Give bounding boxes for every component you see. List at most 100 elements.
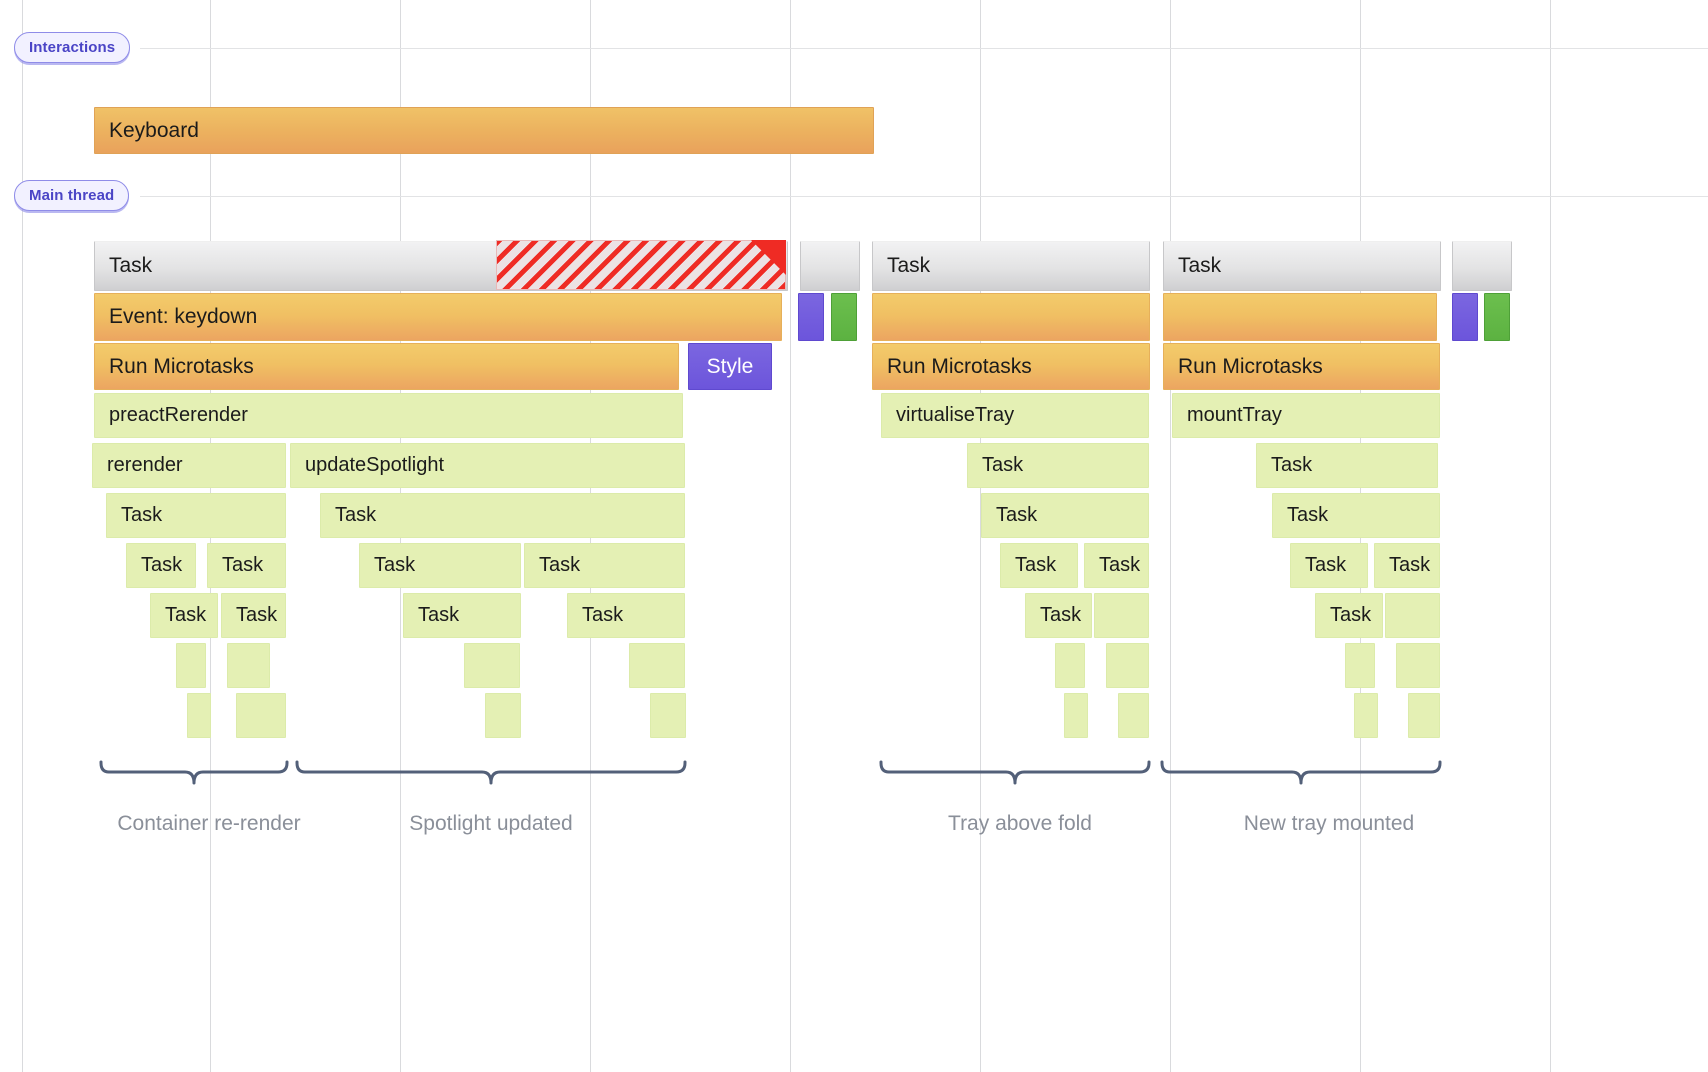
bracket-path: [99, 760, 289, 785]
flame-style-r2-1[interactable]: Style: [688, 343, 772, 390]
flame-block-r9-6[interactable]: [1354, 693, 1378, 738]
flame-block-r9-5[interactable]: [1118, 693, 1149, 738]
bar-label: Task: [418, 604, 460, 626]
flame-block-r8-4[interactable]: [1055, 643, 1085, 688]
timeline-gridline-0: [22, 0, 23, 1072]
flame-run-microtasks-r2-2[interactable]: Run Microtasks: [872, 343, 1150, 390]
flame-block-r8-3[interactable]: [629, 643, 685, 688]
bar-label: Task: [1330, 604, 1372, 626]
flame-run-microtasks-r2-3[interactable]: Run Microtasks: [1163, 343, 1440, 390]
bracket-path: [1160, 760, 1442, 785]
flame-task-r4-2[interactable]: Task: [967, 443, 1149, 488]
flame-block-r8-5[interactable]: [1106, 643, 1149, 688]
flame-virtualisetray-r3-1[interactable]: virtualiseTray: [881, 393, 1149, 438]
flame-block-r1-5[interactable]: [1452, 293, 1478, 341]
flame-block-r1-6[interactable]: [1484, 293, 1510, 341]
flame-block-r7-7[interactable]: [1385, 593, 1440, 638]
track-label-main-thread[interactable]: Main thread: [14, 180, 130, 211]
flame-task-r6-1[interactable]: Task: [207, 543, 286, 588]
flame-mounttray-r3-2[interactable]: mountTray: [1172, 393, 1440, 438]
flame-block-r9-7[interactable]: [1408, 693, 1440, 738]
bar-label: Task: [335, 504, 377, 526]
flame-block-r9-0[interactable]: [187, 693, 211, 738]
flame-task-r5-0[interactable]: Task: [106, 493, 286, 538]
flame-block-r9-2[interactable]: [485, 693, 521, 738]
flame-block-r9-1[interactable]: [236, 693, 286, 738]
bar-label: Task: [1305, 554, 1347, 576]
flame-task-r7-0[interactable]: Task: [150, 593, 218, 638]
bar-label: Task: [887, 254, 931, 277]
bar-label: mountTray: [1187, 404, 1282, 426]
bar-label: Task: [1099, 554, 1141, 576]
bracket-new-tray-mounted: [1160, 760, 1442, 788]
bar-label: Keyboard: [109, 118, 199, 142]
bar-label: Task: [539, 554, 581, 576]
bar-label: Task: [141, 554, 183, 576]
bar-label: preactRerender: [109, 404, 248, 426]
flame-block-r8-1[interactable]: [227, 643, 270, 688]
flame-task-r6-4[interactable]: Task: [1000, 543, 1078, 588]
flame-updatespotlight-r4-1[interactable]: updateSpotlight: [290, 443, 685, 488]
bar-label: Run Microtasks: [887, 354, 1032, 378]
bar-label: virtualiseTray: [896, 404, 1015, 426]
flame-task-r0-3[interactable]: Task: [1163, 241, 1441, 291]
bar-label: Task: [1287, 504, 1329, 526]
flame-block-r8-0[interactable]: [176, 643, 206, 688]
flame-block-r1-1[interactable]: [798, 293, 824, 341]
flame-task-r5-1[interactable]: Task: [320, 493, 685, 538]
bracket-label-spotlight-updated: Spotlight updated: [409, 812, 573, 835]
flame-task-r7-3[interactable]: Task: [567, 593, 685, 638]
flame-block-r0-1[interactable]: [800, 241, 860, 291]
flame-block-r1-4[interactable]: [1163, 293, 1437, 341]
timeline-gridline-6: [1170, 0, 1171, 1072]
flame-task-r6-7[interactable]: Task: [1374, 543, 1440, 588]
flame-task-r7-6[interactable]: Task: [1315, 593, 1383, 638]
flame-block-r8-2[interactable]: [464, 643, 520, 688]
flame-block-r9-4[interactable]: [1064, 693, 1088, 738]
bracket-path: [295, 760, 687, 785]
flame-task-r6-5[interactable]: Task: [1084, 543, 1149, 588]
bar-label: Task: [165, 604, 207, 626]
flame-block-r8-7[interactable]: [1396, 643, 1440, 688]
flame-run-microtasks-r2-0[interactable]: Run Microtasks: [94, 343, 679, 390]
flame-task-r6-3[interactable]: Task: [524, 543, 685, 588]
bar-label: Event: keydown: [109, 305, 258, 328]
bar-label: Task: [996, 504, 1038, 526]
track-separator-0: [140, 48, 1708, 49]
flame-block-r0-4[interactable]: [1452, 241, 1512, 291]
bar-label: updateSpotlight: [305, 454, 445, 476]
flame-task-r7-2[interactable]: Task: [403, 593, 521, 638]
flame-block-r1-3[interactable]: [872, 293, 1150, 341]
bracket-path: [879, 760, 1151, 785]
timeline-gridline-8: [1550, 0, 1551, 1072]
flame-task-r5-3[interactable]: Task: [1272, 493, 1440, 538]
flame-task-r0-2[interactable]: Task: [872, 241, 1150, 291]
flame-task-r4-3[interactable]: Task: [1256, 443, 1438, 488]
flame-block-r1-2[interactable]: [831, 293, 857, 341]
flame-task-r6-2[interactable]: Task: [359, 543, 521, 588]
flame-task-r6-6[interactable]: Task: [1290, 543, 1368, 588]
bracket-container-re-render: [99, 760, 289, 788]
flame-task-r7-1[interactable]: Task: [221, 593, 286, 638]
bracket-label-container-re-render: Container re-render: [117, 812, 301, 835]
bar-label: Task: [1040, 604, 1082, 626]
track-separator-1: [140, 196, 1708, 197]
flame-task-r7-4[interactable]: Task: [1025, 593, 1092, 638]
bar-label: rerender: [107, 454, 183, 476]
flame-block-r8-6[interactable]: [1345, 643, 1375, 688]
flame-event-keydown-r1-0[interactable]: Event: keydown: [94, 293, 782, 341]
interaction-keyboard-ri-0[interactable]: Keyboard: [94, 107, 874, 154]
bar-label: Run Microtasks: [109, 354, 254, 378]
flame-rerender-r4-0[interactable]: rerender: [92, 443, 286, 488]
flame-task-r6-0[interactable]: Task: [126, 543, 196, 588]
track-label-interactions[interactable]: Interactions: [14, 32, 131, 63]
bracket-label-tray-above-fold: Tray above fold: [948, 812, 1092, 835]
timeline-gridline-4: [790, 0, 791, 1072]
long-task-hatched-region[interactable]: [496, 240, 786, 290]
flame-block-r9-3[interactable]: [650, 693, 686, 738]
flame-block-r7-5[interactable]: [1094, 593, 1149, 638]
flame-preactrerender-r3-0[interactable]: preactRerender: [94, 393, 683, 438]
flame-task-r5-2[interactable]: Task: [981, 493, 1149, 538]
bar-label: Task: [374, 554, 416, 576]
bracket-tray-above-fold: [879, 760, 1151, 788]
